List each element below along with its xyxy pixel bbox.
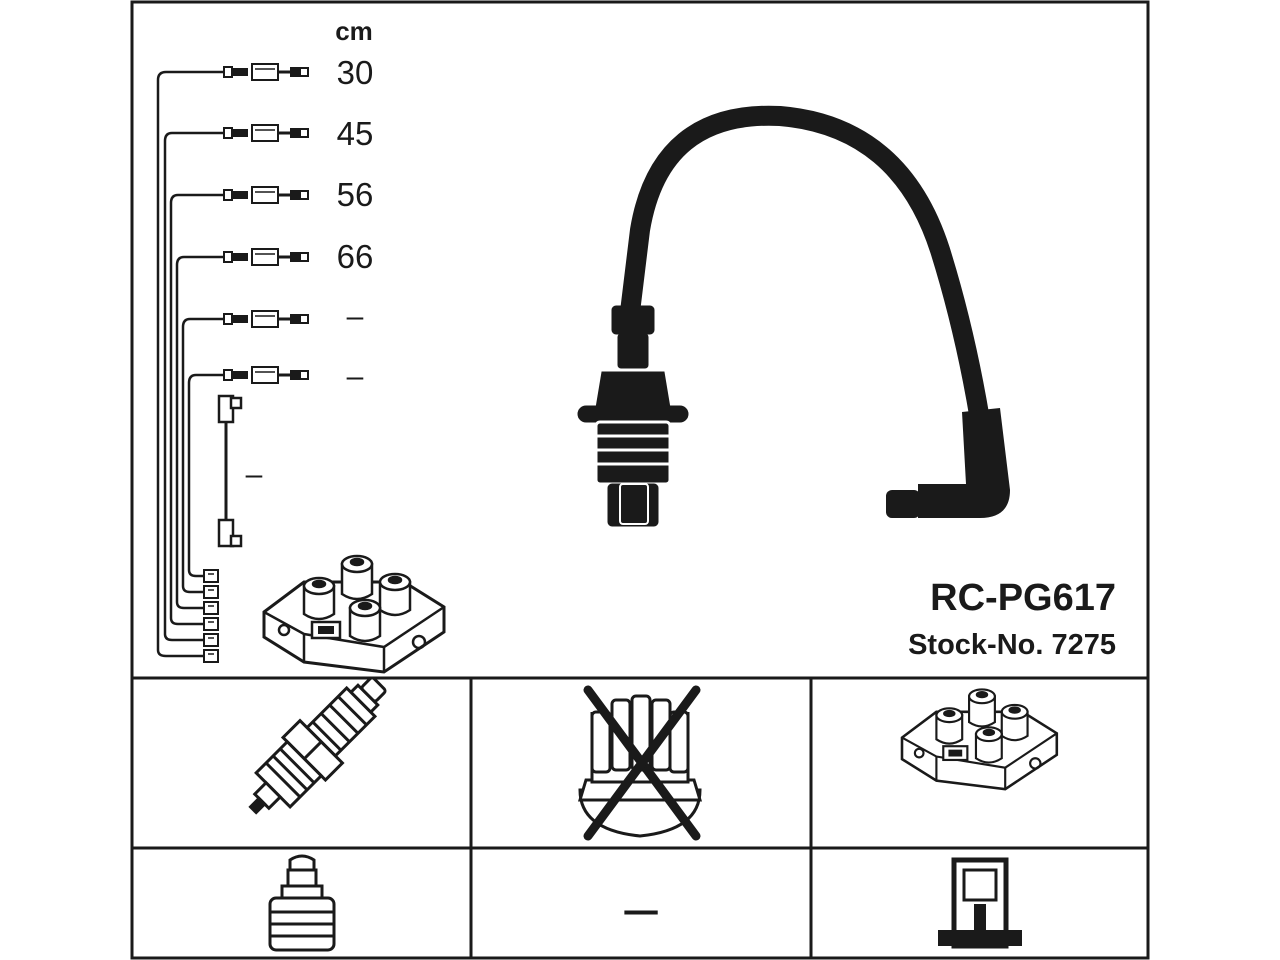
wire-connector [222,123,310,143]
unit-label: cm [335,16,373,46]
length-table: cm 30 45 56 66 – – – [246,16,374,491]
ignition-coil-icon [262,554,446,674]
wire-connector [222,185,310,205]
length-label: 30 [337,54,374,91]
wire-connector [222,62,310,82]
none-dash: – [624,874,658,941]
wire-connector [222,365,310,385]
wire-connector [222,247,310,267]
wire-connector [222,309,310,329]
length-label: 56 [337,176,374,213]
product-code: RC-PG617 [930,577,1116,619]
straight-boot-icon [268,854,336,952]
spark-plug-icon [248,676,387,815]
stock-number: Stock-No. 7275 [908,629,1116,661]
length-label: – [347,300,364,333]
distributor-cap-crossed-icon [577,685,703,841]
coil-terminal-icon [938,857,1022,949]
frame [130,0,1150,960]
coil-wire-length-label: – [246,458,263,491]
cable-set-schematic [156,62,446,674]
length-label: 66 [337,238,374,275]
ignition-coil-compat-icon [900,688,1059,791]
cross-mark [583,685,701,841]
ignition-lead-illustration [577,105,1010,527]
coil-wire [217,394,243,548]
length-label: – [347,360,364,393]
length-label: 45 [337,115,374,152]
